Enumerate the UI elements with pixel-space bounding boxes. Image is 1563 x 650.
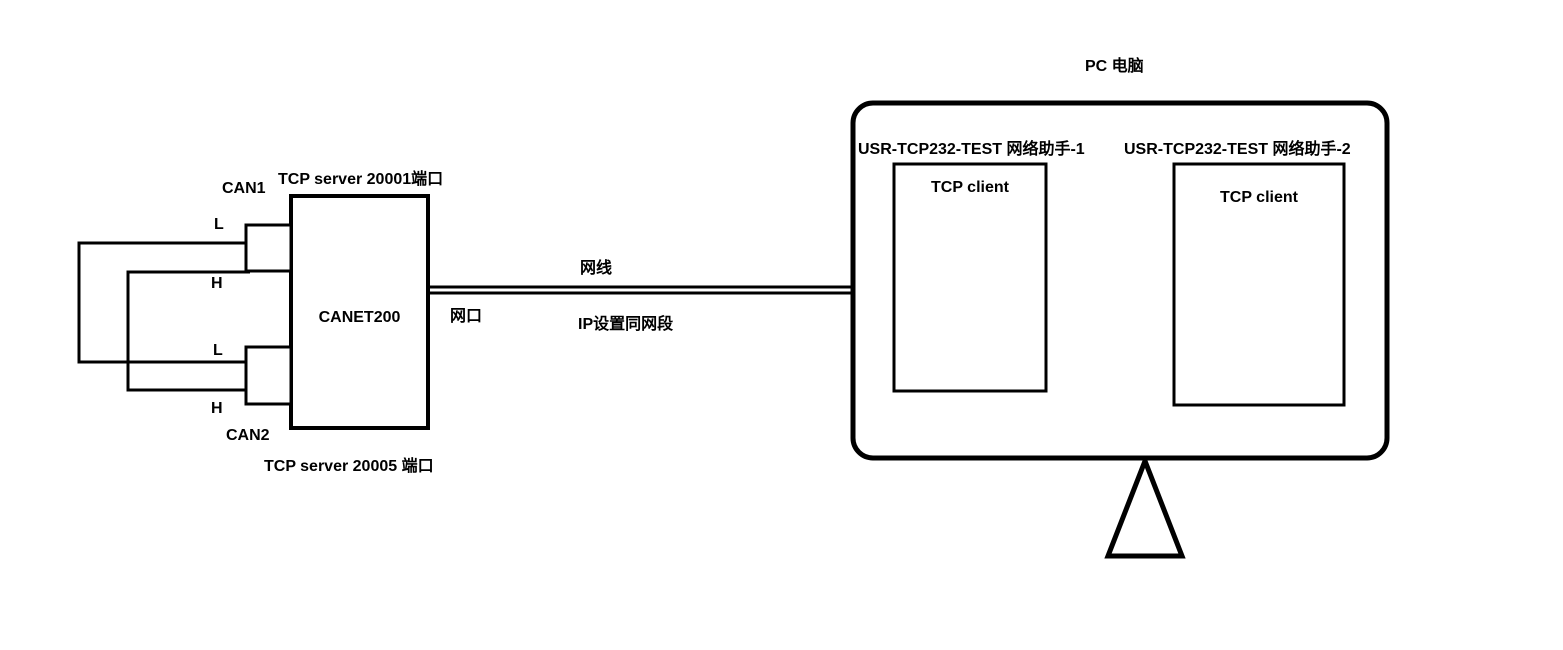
pc-title: PC 电脑 bbox=[1085, 58, 1144, 75]
ip-subnet-note: IP设置同网段 bbox=[578, 316, 674, 333]
tcp-server-bottom-label: TCP server 20005 端口 bbox=[264, 458, 434, 475]
helper1-title: USR-TCP232-TEST 网络助手-1 bbox=[858, 141, 1085, 158]
can2-pin-l-label: L bbox=[213, 342, 223, 359]
monitor-stand-triangle bbox=[1104, 454, 1186, 559]
device-name-label: CANET200 bbox=[318, 309, 401, 326]
can2-connector-box bbox=[244, 345, 293, 406]
cable-label: 网线 bbox=[580, 260, 613, 277]
pc-monitor-outline bbox=[850, 100, 1390, 461]
can2-pin-h-label: H bbox=[211, 400, 223, 417]
helper1-window-box bbox=[892, 162, 1048, 393]
helper2-title: USR-TCP232-TEST 网络助手-2 bbox=[1124, 141, 1351, 158]
tcp-server-top-label: TCP server 20001端口 bbox=[278, 171, 444, 188]
can-wire-loop-outer bbox=[77, 241, 250, 364]
can2-label: CAN2 bbox=[226, 427, 270, 444]
network-port-label: 网口 bbox=[450, 308, 483, 325]
canet200-device-box bbox=[289, 194, 430, 430]
can-wire-loop-inner bbox=[126, 270, 250, 392]
can1-pin-l-label: L bbox=[214, 216, 224, 233]
can1-pin-h-label: H bbox=[211, 275, 223, 292]
helper2-window-box bbox=[1172, 162, 1346, 407]
helper2-mode-label: TCP client bbox=[1220, 189, 1298, 206]
can1-connector-box bbox=[244, 223, 293, 273]
can1-label: CAN1 bbox=[222, 180, 266, 197]
helper1-mode-label: TCP client bbox=[931, 179, 1009, 196]
